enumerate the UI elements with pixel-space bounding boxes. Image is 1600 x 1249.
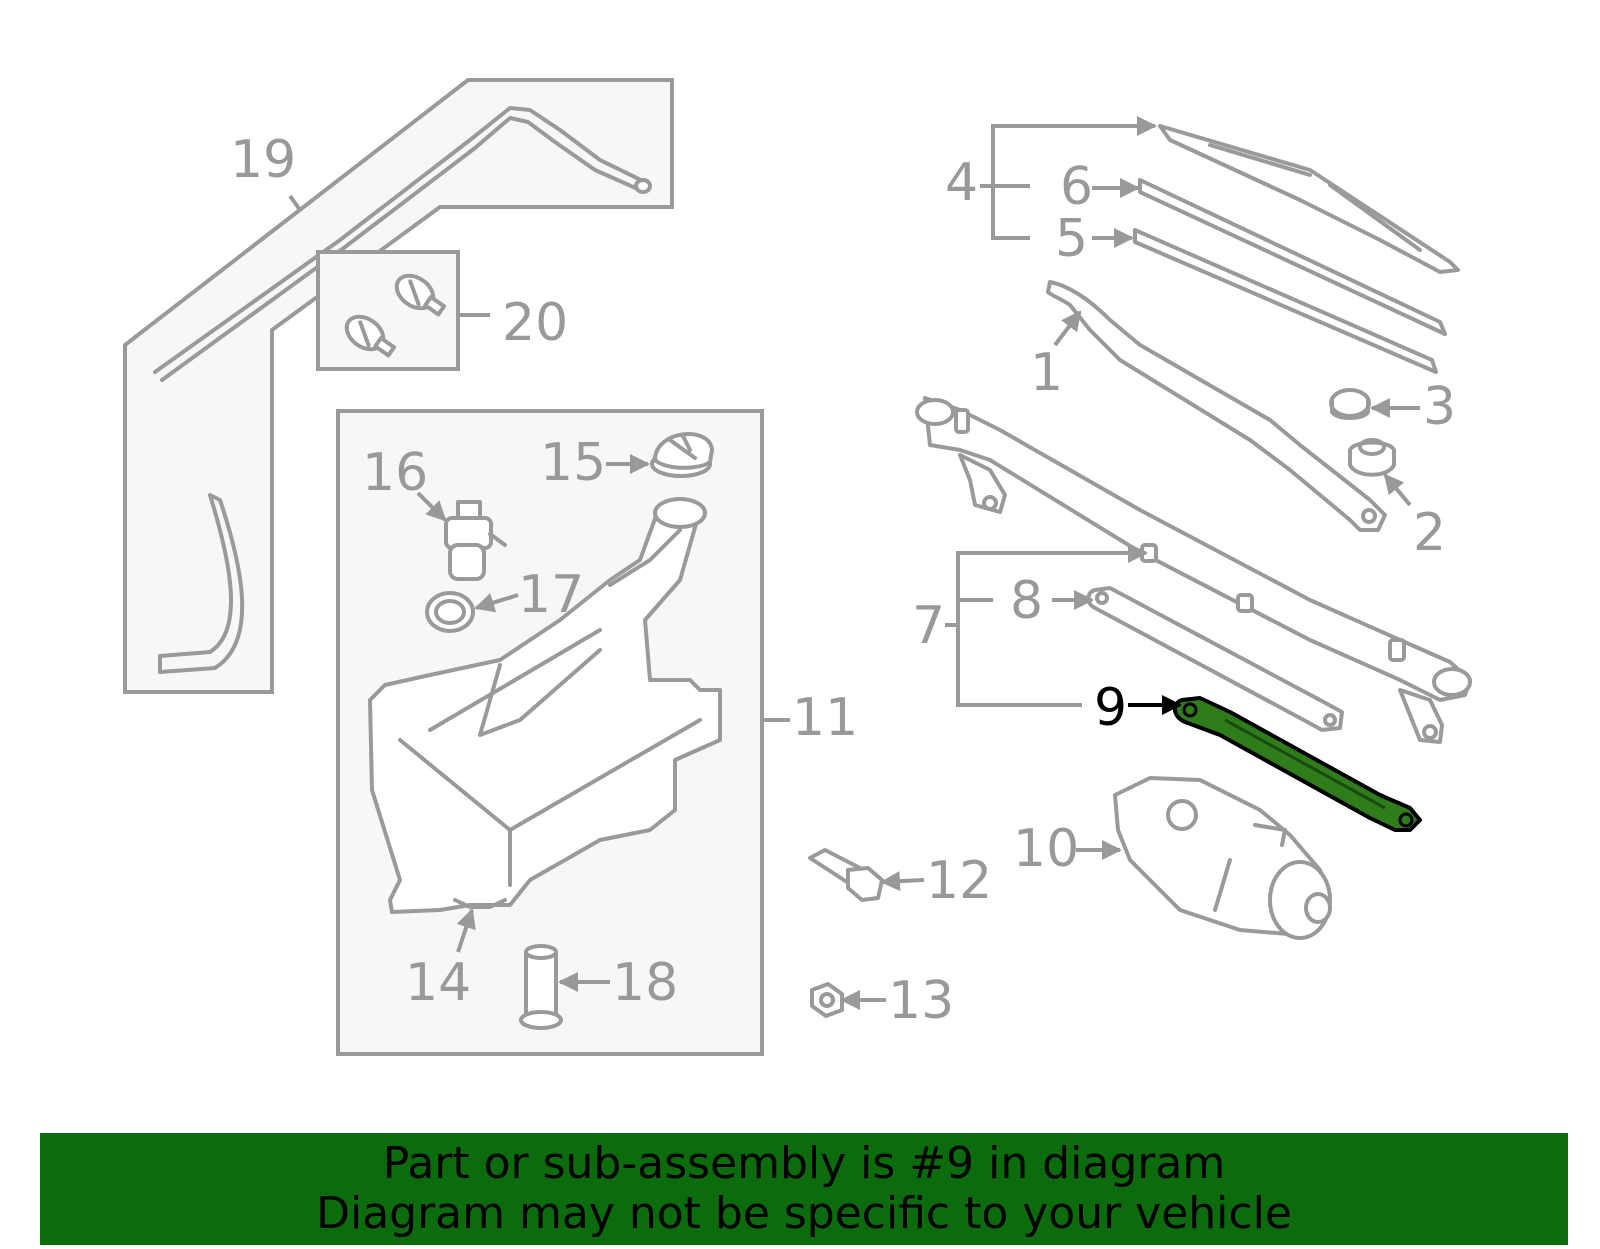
part-16-washer-pump [444,500,507,581]
callout-17: 17 [518,565,584,625]
part-17-pump-grommet [425,591,475,633]
part-10-wiper-motor [1113,776,1332,940]
part-20-washer-nozzles [316,250,460,371]
part-6-blade-refill [1138,178,1447,336]
part-14-clip [453,898,507,909]
callout-8: 8 [1010,571,1043,631]
callout-9: 9 [1094,678,1127,738]
leader-lines [288,116,1420,1010]
part-4-wiper-blade [1158,124,1460,274]
part-11-washer-reservoir [368,497,722,914]
callout-2: 2 [1413,503,1446,563]
callout-7: 7 [912,596,945,656]
callout-1: 1 [1030,343,1063,403]
info-banner: Part or sub-assembly is #9 in diagram Di… [40,1133,1568,1245]
callout-6: 6 [1060,157,1093,217]
callout-10: 10 [1013,819,1079,879]
wiper-linkage-frame [915,396,1472,744]
callout-5: 5 [1055,209,1088,269]
callout-15: 15 [540,433,606,493]
part-2-pivot-nut-cap [1348,438,1396,477]
callout-12: 12 [926,851,992,911]
part-19-cowl-panel [123,78,674,694]
callout-14: 14 [405,953,471,1013]
part-3-pivot-cap [1329,388,1371,420]
callout-16: 16 [362,443,428,503]
part-15-reservoir-cap [650,432,714,478]
callout-11: 11 [792,688,858,748]
callout-20: 20 [502,293,568,353]
callout-13: 13 [888,971,954,1031]
callout-3: 3 [1423,377,1456,437]
callout-19: 19 [230,130,296,190]
part-5-blade-insert [1133,228,1438,374]
part-18-filter [519,944,563,1030]
part-13-nut [810,982,844,1018]
callout-4: 4 [945,153,978,213]
banner-line-1: Part or sub-assembly is #9 in diagram [382,1138,1226,1189]
part-12-bolt [808,848,884,902]
banner-line-2: Diagram may not be specific to your vehi… [316,1188,1292,1239]
part-1-wiper-arm [1046,280,1387,532]
callout-18: 18 [612,953,678,1013]
